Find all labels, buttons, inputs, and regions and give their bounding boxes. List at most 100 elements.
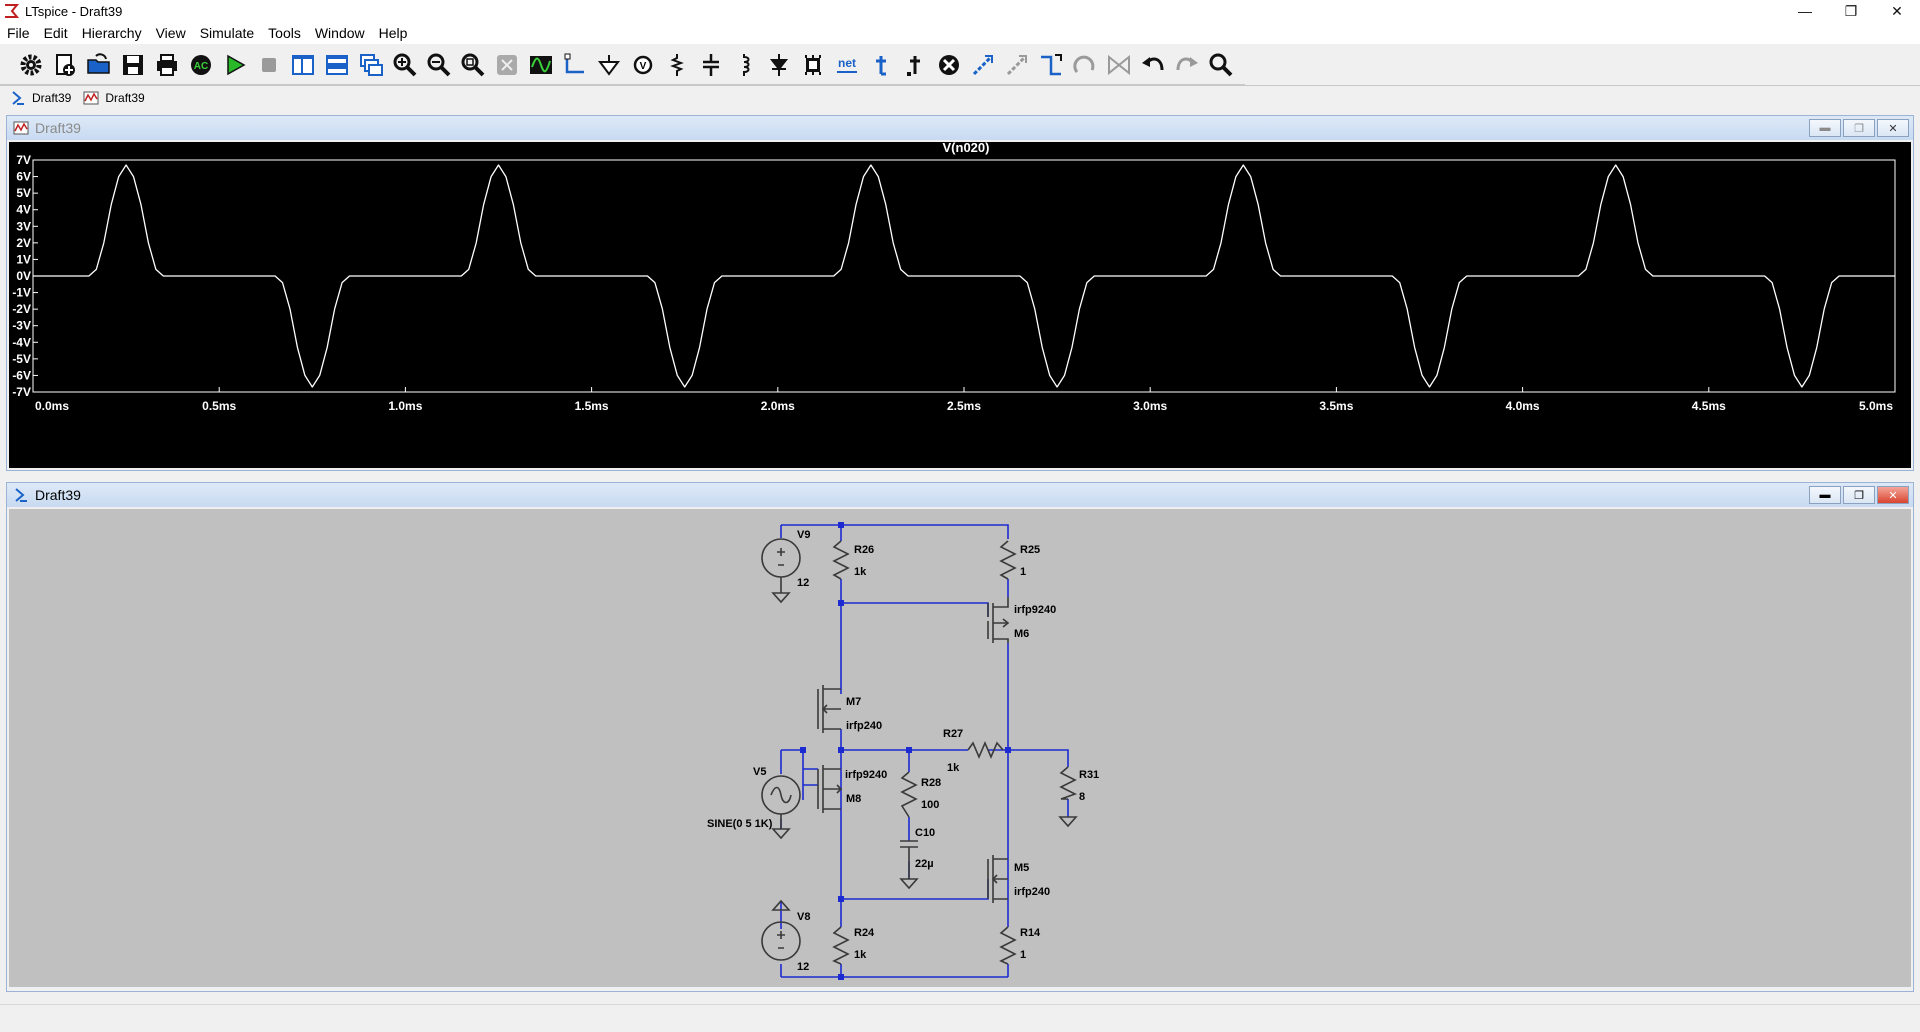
text-icon[interactable] [864, 48, 898, 82]
ground-icon[interactable] [592, 48, 626, 82]
svg-text:V: V [640, 61, 647, 72]
value-v5[interactable]: SINE(0 5 1K) [707, 818, 773, 830]
value-r14[interactable]: 1 [1020, 949, 1026, 961]
document-tabs: Draft39 Draft39 [0, 87, 1920, 109]
y-tick-label: -6V [12, 368, 31, 382]
model-m6[interactable]: irfp9240 [1014, 604, 1056, 616]
value-r28[interactable]: 100 [921, 799, 939, 811]
label-r14[interactable]: R14 [1020, 927, 1041, 939]
move-icon[interactable] [1000, 48, 1034, 82]
tab-schematic[interactable]: Draft39 [10, 91, 71, 105]
undo-icon[interactable] [1136, 48, 1170, 82]
menu-file[interactable]: File [7, 25, 30, 41]
inductor-icon[interactable] [728, 48, 762, 82]
delete-icon[interactable] [932, 48, 966, 82]
draw-wire-icon[interactable] [558, 48, 592, 82]
label-v8[interactable]: V8 [797, 911, 810, 923]
minimize-icon[interactable]: ▬ [1809, 119, 1841, 137]
value-c10[interactable]: 22µ [915, 858, 934, 870]
autorange-icon[interactable] [524, 48, 558, 82]
minimize-icon[interactable]: — [1798, 3, 1812, 19]
zoom-full-icon[interactable] [490, 48, 524, 82]
maximize-icon[interactable]: ❐ [1843, 119, 1875, 137]
tile-vertical-icon[interactable] [286, 48, 320, 82]
schematic-canvas[interactable]: V9 12 V8 12 V5 SINE(0 5 1K) R26 1k R25 1… [9, 509, 1911, 987]
zoom-in-icon[interactable] [388, 48, 422, 82]
voltage-source-icon[interactable]: V [626, 48, 660, 82]
diode-icon[interactable] [762, 48, 796, 82]
close-icon[interactable]: ✕ [1877, 119, 1909, 137]
y-tick-label: 7V [16, 153, 31, 167]
maximize-icon[interactable]: ❐ [1843, 486, 1875, 504]
label-m7[interactable]: M7 [846, 696, 861, 708]
label-r26[interactable]: R26 [854, 544, 874, 556]
model-m8[interactable]: irfp9240 [845, 769, 887, 781]
tab-waveform[interactable]: Draft39 [83, 91, 145, 105]
find-icon[interactable] [1204, 48, 1238, 82]
menu-simulate[interactable]: Simulate [199, 25, 255, 41]
menu-view[interactable]: View [155, 25, 186, 41]
cascade-icon[interactable] [354, 48, 388, 82]
rotate-icon[interactable] [1068, 48, 1102, 82]
value-r31[interactable]: 8 [1079, 791, 1085, 803]
drag-icon[interactable] [1034, 48, 1068, 82]
waveform-window-titlebar[interactable]: Draft39 ▬ ❐ ✕ [7, 116, 1913, 140]
spice-directive-icon[interactable] [898, 48, 932, 82]
label-r24[interactable]: R24 [854, 927, 875, 939]
schematic-window: Draft39 ▬ ❐ ✕ [6, 482, 1914, 992]
save-icon[interactable] [116, 48, 150, 82]
capacitor-icon[interactable] [694, 48, 728, 82]
minimize-icon[interactable]: ▬ [1809, 486, 1841, 504]
label-r27[interactable]: R27 [943, 728, 963, 740]
redo-icon[interactable] [1170, 48, 1204, 82]
menu-window[interactable]: Window [314, 25, 365, 41]
new-schematic-icon[interactable] [48, 48, 82, 82]
value-r24[interactable]: 1k [854, 949, 867, 961]
label-net-icon[interactable]: net [830, 48, 864, 82]
label-c10[interactable]: C10 [915, 827, 935, 839]
component-labels: V9 12 V8 12 V5 SINE(0 5 1K) R26 1k R25 1… [707, 529, 1099, 973]
value-v9[interactable]: 12 [797, 577, 809, 589]
y-tick-label: -1V [12, 286, 31, 300]
label-r25[interactable]: R25 [1020, 544, 1040, 556]
close-icon[interactable]: ✕ [1891, 2, 1903, 19]
menu-edit[interactable]: Edit [43, 25, 68, 41]
close-icon[interactable]: ✕ [1877, 486, 1909, 504]
component-icon[interactable] [796, 48, 830, 82]
window-controls: — ❐ ✕ [1782, 0, 1920, 22]
duplicate-icon[interactable] [966, 48, 1000, 82]
mirror-icon[interactable] [1102, 48, 1136, 82]
label-m8[interactable]: M8 [846, 793, 861, 805]
menu-tools[interactable]: Tools [268, 25, 301, 41]
components [761, 538, 1078, 965]
resistor-icon[interactable] [660, 48, 694, 82]
settings-gear-icon[interactable] [14, 48, 48, 82]
schematic-window-titlebar[interactable]: Draft39 ▬ ❐ ✕ [7, 483, 1913, 507]
open-icon[interactable] [82, 48, 116, 82]
value-v8[interactable]: 12 [797, 961, 809, 973]
halt-icon[interactable] [252, 48, 286, 82]
label-m6[interactable]: M6 [1014, 628, 1029, 640]
trace-name[interactable]: V(n020) [943, 142, 990, 155]
print-icon[interactable] [150, 48, 184, 82]
waveform-icon [83, 91, 99, 105]
value-r27[interactable]: 1k [947, 762, 960, 774]
label-v9[interactable]: V9 [797, 529, 810, 541]
zoom-out-icon[interactable] [422, 48, 456, 82]
model-m5[interactable]: irfp240 [1014, 886, 1050, 898]
value-r26[interactable]: 1k [854, 566, 867, 578]
zoom-fit-icon[interactable] [456, 48, 490, 82]
label-v5[interactable]: V5 [753, 766, 766, 778]
menu-hierarchy[interactable]: Hierarchy [81, 25, 142, 41]
waveform-plot[interactable]: V(n020) 7V6V5V4V3V2V1V0V-1V-2V-3V-4V-5V-… [9, 142, 1911, 468]
label-r31[interactable]: R31 [1079, 769, 1099, 781]
control-panel-icon[interactable]: AC [184, 48, 218, 82]
label-m5[interactable]: M5 [1014, 862, 1029, 874]
run-icon[interactable] [218, 48, 252, 82]
model-m7[interactable]: irfp240 [846, 720, 882, 732]
restore-icon[interactable]: ❐ [1844, 2, 1858, 19]
tile-horizontal-icon[interactable] [320, 48, 354, 82]
value-r25[interactable]: 1 [1020, 566, 1026, 578]
label-r28[interactable]: R28 [921, 777, 941, 789]
menu-help[interactable]: Help [378, 25, 408, 41]
